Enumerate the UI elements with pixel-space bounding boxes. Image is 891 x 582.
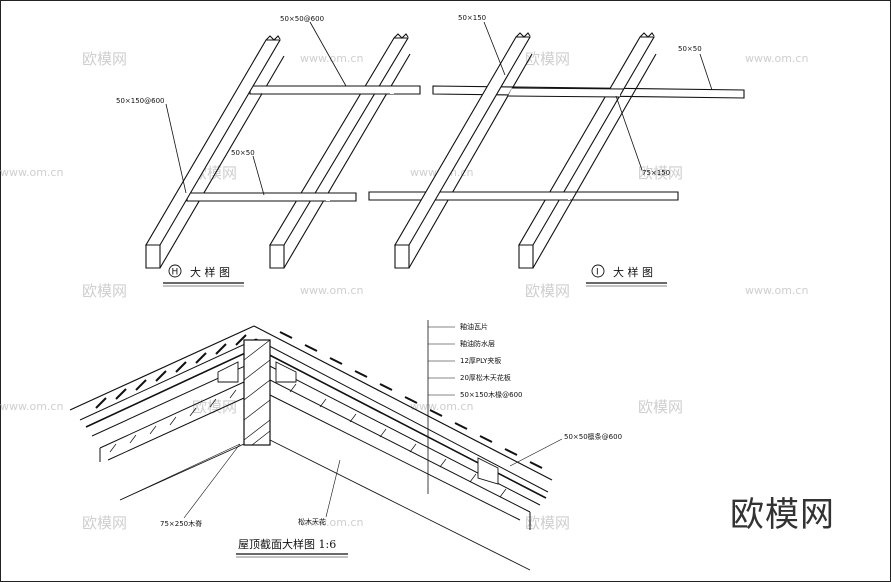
brand-logo: 欧模网: [730, 495, 835, 535]
watermark-logo: 欧模网: [82, 50, 127, 68]
ceiling-label: 松木天花: [298, 517, 326, 526]
label-h-top: 50×50@600: [280, 15, 324, 23]
layer-label: 20厚松木天花板: [460, 373, 511, 382]
purlin-label: 50×50檩条@600: [564, 432, 622, 441]
detail-h-tag-circle: [168, 264, 182, 278]
watermark-url: www.om.cn: [0, 166, 63, 179]
detail-h-drawing: [145, 33, 421, 269]
layer-label: 12厚PLY夹板: [460, 356, 501, 365]
rafter-left: [145, 39, 281, 246]
watermark-url: www.om.cn: [300, 52, 363, 65]
label-h-left: 50×150@600: [116, 97, 165, 105]
detail-i-title: 大 样 图: [613, 265, 653, 279]
watermark-logo: 欧模网: [192, 398, 237, 416]
rafter-right: [269, 37, 409, 246]
break-mark: [393, 33, 409, 39]
roof-section-drawing: [69, 320, 563, 571]
watermark-url: www.om.cn: [745, 284, 808, 297]
rafter-right-edge: [532, 53, 657, 269]
watermark-url: www.om.cn: [300, 284, 363, 297]
watermark-logo: 欧模网: [525, 50, 570, 68]
section-title: 屋顶截面大样图 1:6: [238, 537, 336, 551]
label-i-top: 50×150: [458, 14, 486, 22]
ridge-label: 75×250木脊: [160, 519, 202, 528]
watermark-url: www.om.cn: [0, 400, 63, 413]
rafter-left-end: [394, 244, 410, 269]
detail-i-tag: I: [596, 268, 599, 278]
rafter-right: [518, 36, 655, 246]
watermark-logo: 欧模网: [638, 164, 683, 182]
rafter-right-end: [518, 244, 534, 269]
label-h-mid: 50×50: [231, 149, 255, 157]
detail-i-labels: [483, 21, 713, 171]
watermark-logo: 欧模网: [525, 514, 570, 532]
watermark-logo: 欧模网: [525, 282, 570, 300]
detail-i-tag-circle: [591, 264, 605, 278]
detail-h-labels: [165, 21, 347, 196]
watermark-url: www.om.cn: [300, 516, 363, 529]
rafter-right-end: [269, 244, 285, 269]
label-i-right: 50×50: [678, 45, 702, 53]
watermark-url: www.om.cn: [410, 400, 473, 413]
watermark-layer: 欧模网 www.om.cn 欧模网 www.om.cn 欧模网 www.om.c…: [0, 50, 808, 532]
rafter-left: [394, 36, 531, 246]
break-mark: [515, 32, 531, 38]
watermark-url: www.om.cn: [745, 52, 808, 65]
detail-i-drawing: [368, 32, 745, 269]
layer-label: 釉油瓦片: [460, 322, 488, 331]
ridge-beam: [243, 339, 271, 446]
watermark-logo: 欧模网: [638, 398, 683, 416]
section-layer-labels: 釉油瓦片 釉油防水层 12厚PLY夹板 20厚松木天花板 50×150木椽@60…: [460, 322, 523, 399]
layer-label: 50×150木椽@600: [460, 390, 523, 399]
detail-h-tag: H: [172, 268, 179, 278]
watermark-logo: 欧模网: [82, 514, 127, 532]
label-i-lower: 75×150: [642, 169, 670, 177]
break-mark: [639, 32, 655, 38]
watermark-logo: 欧模网: [82, 282, 127, 300]
detail-h-title: 大 样 图: [190, 265, 230, 279]
break-mark: [265, 35, 281, 41]
rafter-left-end: [145, 244, 161, 269]
layer-label: 釉油防水层: [460, 339, 495, 348]
